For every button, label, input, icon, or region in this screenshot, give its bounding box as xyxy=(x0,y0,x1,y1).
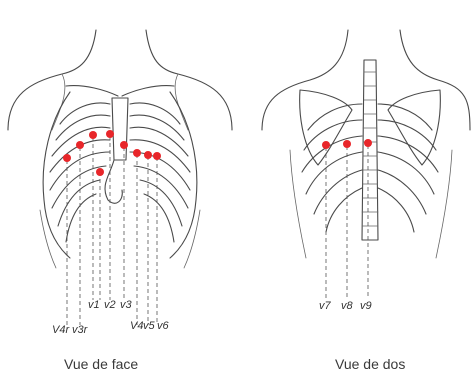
lead-label-v5: v5 xyxy=(143,320,156,332)
electrode-sternal xyxy=(96,168,104,176)
electrode-v4 xyxy=(133,149,141,157)
electrode-v9 xyxy=(364,139,372,147)
electrode-v6 xyxy=(153,152,161,160)
lead-label-v4r: V4r xyxy=(52,324,70,336)
lead-label-v3: v3 xyxy=(120,299,133,311)
lead-label-v7: v7 xyxy=(319,300,332,312)
electrode-v3 xyxy=(120,141,128,149)
front-lead-labels: v1 v2 v3 V4r v3r V4 v5 v6 xyxy=(52,299,170,336)
front-lead-guides xyxy=(67,136,157,325)
electrode-v8 xyxy=(343,140,351,148)
back-lead-labels: v7 v8 v9 xyxy=(319,300,372,312)
electrode-v5 xyxy=(144,151,152,159)
lead-label-v8: v8 xyxy=(341,300,354,312)
lead-label-v1: v1 xyxy=(88,299,100,311)
back-view-caption: Vue de dos xyxy=(335,356,405,372)
front-torso-figure xyxy=(8,30,232,268)
lead-label-v9: v9 xyxy=(360,300,372,312)
electrode-v3r xyxy=(76,141,84,149)
lead-label-v3r: v3r xyxy=(72,324,89,336)
electrode-v4r xyxy=(63,154,71,162)
electrode-v1 xyxy=(89,131,97,139)
front-view-caption: Vue de face xyxy=(64,356,138,372)
lead-label-v4: V4 xyxy=(130,320,143,332)
lead-label-v2: v2 xyxy=(104,299,116,311)
lead-label-v6: v6 xyxy=(157,320,170,332)
electrode-v7 xyxy=(322,141,330,149)
front-electrodes xyxy=(63,130,161,176)
electrode-v2 xyxy=(106,130,114,138)
